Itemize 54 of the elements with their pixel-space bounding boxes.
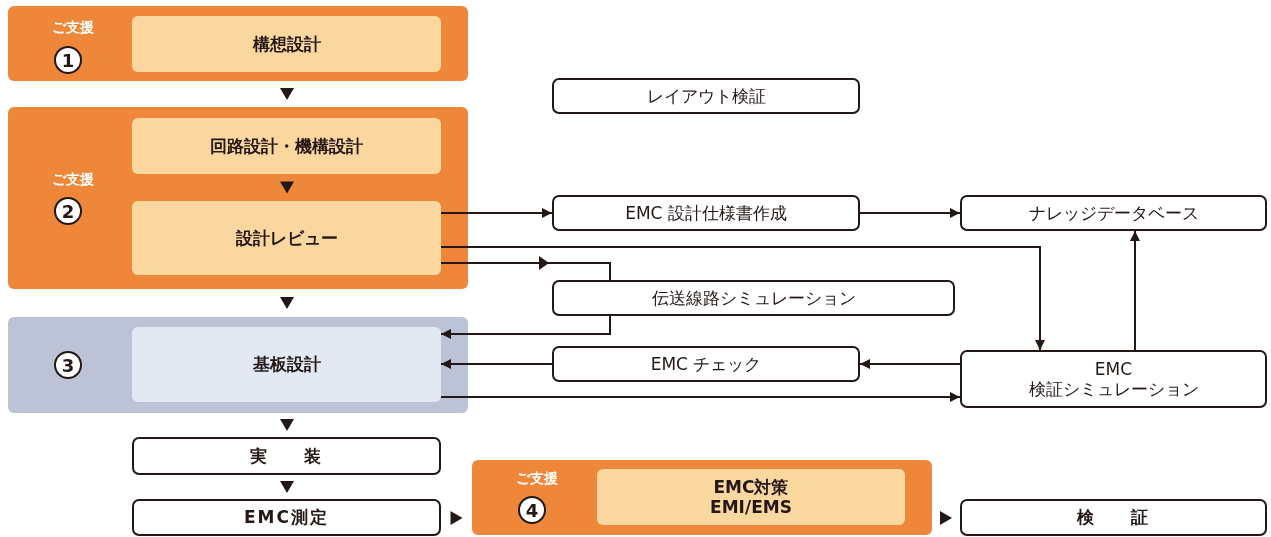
step-number: 4 bbox=[518, 496, 546, 524]
box-label: 設計レビュー bbox=[235, 227, 338, 249]
process-box bbox=[552, 78, 860, 114]
flow-arrowhead bbox=[280, 88, 294, 100]
box-label: 構想設計 bbox=[252, 33, 321, 55]
flow-arrowhead bbox=[280, 419, 294, 431]
support-group-panel bbox=[8, 6, 468, 81]
arrow bbox=[440, 315, 611, 339]
flow-arrowhead bbox=[450, 511, 463, 525]
box-label: EMC 設計仕様書作成 bbox=[625, 202, 787, 224]
process-box bbox=[960, 350, 1267, 408]
flow-arrowhead bbox=[280, 481, 294, 493]
arrow bbox=[440, 359, 553, 369]
arrow bbox=[440, 246, 1045, 351]
process-box bbox=[960, 195, 1267, 231]
box-label: ナレッジデータベース bbox=[1028, 202, 1199, 224]
process-box bbox=[552, 195, 860, 231]
box-label: 検 証 bbox=[1076, 507, 1151, 528]
support-group-panel bbox=[472, 460, 932, 535]
step-number: 2 bbox=[54, 197, 82, 225]
process-box bbox=[552, 280, 955, 316]
box-label: EMC 検証シミュレーション bbox=[1027, 358, 1200, 400]
process-box bbox=[597, 469, 905, 525]
box-label: 回路設計・機構設計 bbox=[210, 135, 363, 157]
flow-arrowhead bbox=[280, 181, 294, 194]
box-label: EMC チェック bbox=[650, 353, 762, 375]
arrow bbox=[859, 208, 961, 218]
process-box bbox=[552, 346, 860, 382]
process-box bbox=[132, 327, 441, 402]
arrow bbox=[440, 392, 961, 402]
box-label: 基板設計 bbox=[252, 354, 321, 375]
box-label: レイアウト検証 bbox=[646, 85, 766, 107]
process-box bbox=[132, 118, 441, 174]
step-number: 1 bbox=[54, 46, 82, 74]
arrow bbox=[859, 359, 961, 369]
step-number: 3 bbox=[54, 351, 82, 379]
group-tag: ご支援 bbox=[492, 470, 582, 488]
support-group-panel bbox=[8, 107, 468, 289]
flow-arrowhead bbox=[940, 511, 952, 525]
process-box bbox=[132, 499, 441, 536]
process-group-panel bbox=[8, 317, 468, 413]
flow-arrowhead bbox=[280, 297, 294, 309]
box-label: EMC対策 EMI/EMS bbox=[709, 476, 793, 518]
arrow bbox=[440, 208, 553, 218]
process-box bbox=[132, 16, 441, 72]
group-tag: ご支援 bbox=[28, 19, 118, 37]
process-box bbox=[132, 201, 441, 275]
box-label: 実 装 bbox=[249, 445, 324, 467]
box-label: 伝送線路シミュレーション bbox=[651, 287, 856, 309]
box-label: EMC測定 bbox=[244, 507, 329, 528]
process-box bbox=[132, 437, 441, 475]
process-box bbox=[960, 499, 1267, 536]
group-tag: ご支援 bbox=[28, 171, 118, 189]
arrow bbox=[1130, 230, 1140, 351]
